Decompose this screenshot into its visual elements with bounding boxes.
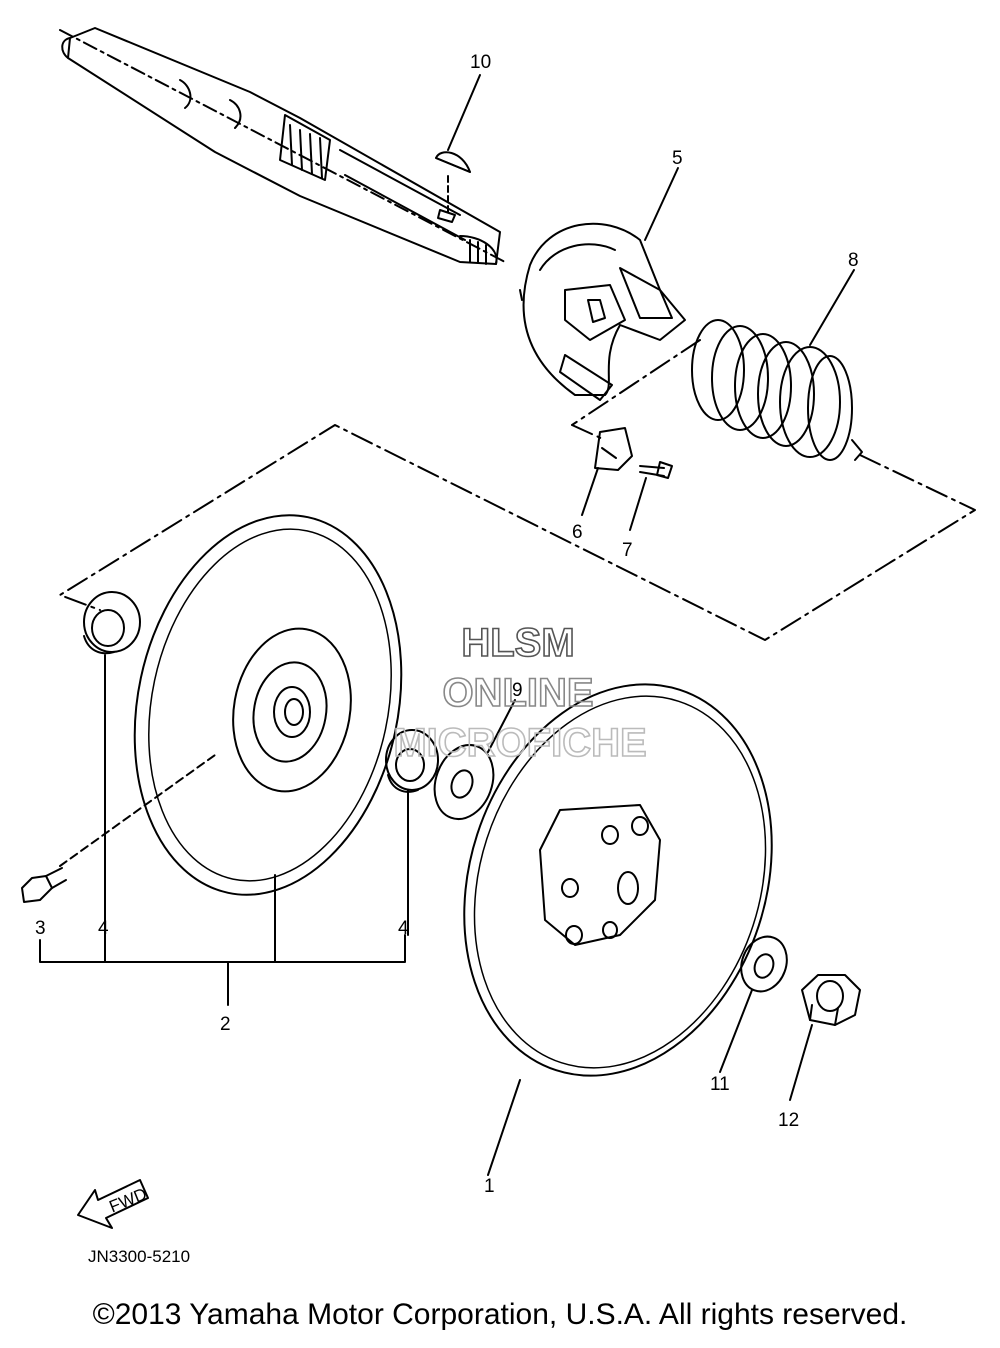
callout-12: 12 xyxy=(778,1110,799,1131)
callout-6: 6 xyxy=(572,522,583,543)
leader-8 xyxy=(809,269,855,346)
cam xyxy=(519,222,686,401)
screw xyxy=(639,461,673,479)
plain-washer xyxy=(740,935,788,993)
leader-7 xyxy=(629,477,647,531)
callout-1: 1 xyxy=(484,1176,495,1197)
leader-12 xyxy=(789,1024,813,1101)
fwd-arrow xyxy=(77,1179,149,1229)
callout-8: 8 xyxy=(848,250,859,271)
diagram-code: JN3300-5210 xyxy=(88,1247,190,1266)
fixed-sheave xyxy=(133,514,403,896)
watermark-line-3: MICROFICHE xyxy=(393,721,646,765)
leader-1 xyxy=(487,1079,521,1176)
callout-5: 5 xyxy=(672,148,683,169)
primary-shaft xyxy=(61,27,501,265)
callout-4-left: 4 xyxy=(98,918,109,939)
movable-sheave xyxy=(463,683,773,1077)
callout-4-right: 4 xyxy=(398,918,409,939)
leader-9 xyxy=(487,699,516,753)
callout-2: 2 xyxy=(220,1014,231,1035)
slider xyxy=(594,427,633,471)
callout-10: 10 xyxy=(470,52,491,73)
callout-11: 11 xyxy=(710,1074,730,1095)
leader-6 xyxy=(581,467,599,516)
callout-9: 9 xyxy=(512,680,523,701)
copyright-notice: ©2013 Yamaha Motor Corporation, U.S.A. A… xyxy=(92,1298,908,1331)
watermark-line-2: ONLINE xyxy=(442,671,593,715)
shaft-centerline xyxy=(59,29,506,263)
callout-7: 7 xyxy=(622,540,633,561)
callout-3: 3 xyxy=(35,918,46,939)
oil-seal-left xyxy=(83,591,141,655)
grease-nipple xyxy=(21,754,216,903)
assembly-bracket-upper xyxy=(59,339,976,641)
leader-5 xyxy=(644,167,679,241)
woodruff-key xyxy=(435,151,471,216)
fwd-label: FWD xyxy=(106,1184,149,1216)
oil-seal-right xyxy=(385,729,439,793)
watermark-line-1: HLSM xyxy=(461,621,574,665)
leader-10 xyxy=(447,74,481,151)
group-bracket-2 xyxy=(39,654,409,1006)
leader-11 xyxy=(719,989,753,1073)
washer xyxy=(433,744,495,820)
nut xyxy=(801,974,861,1026)
spring xyxy=(691,319,863,461)
